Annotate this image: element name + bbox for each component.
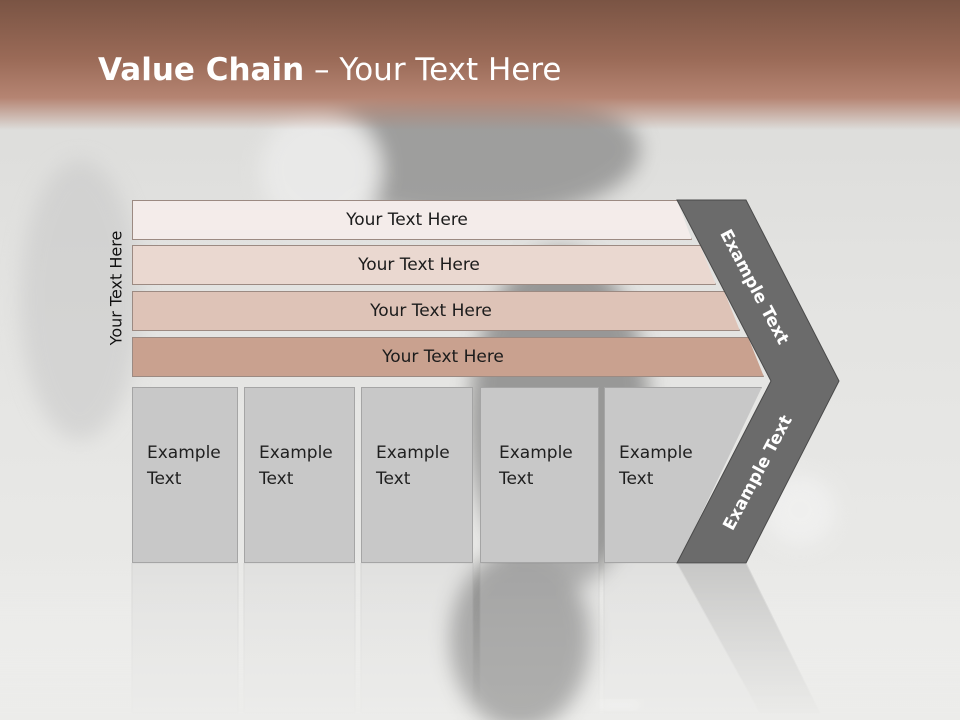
box-3-line2: Text (376, 469, 411, 489)
title-rest: – Your Text Here (304, 52, 562, 88)
band-1-label: Your Text Here (346, 210, 468, 230)
slide-title: Value Chain – Your Text Here (98, 52, 561, 88)
box-4-line2: Text (499, 469, 534, 489)
header-band (0, 0, 960, 130)
band-3-label: Your Text Here (370, 301, 492, 321)
reflection (0, 563, 960, 720)
box-3-line1: Example (376, 443, 450, 463)
box-5-line1: Example (619, 443, 693, 463)
band-3: Your Text Here (132, 291, 740, 331)
title-bold: Value Chain (98, 52, 305, 88)
box-1-line1: Example (147, 443, 221, 463)
band-4: Your Text Here (132, 337, 764, 377)
band-2: Your Text Here (132, 245, 716, 285)
box-2-line1: Example (259, 443, 333, 463)
box-1-line2: Text (147, 469, 182, 489)
chevron-shape (676, 199, 840, 564)
box-5-line2: Text (619, 469, 654, 489)
band-4-label: Your Text Here (382, 347, 504, 367)
band-2-label: Your Text Here (358, 255, 480, 275)
reflection-shapes (0, 563, 960, 720)
box-4-line1: Example (499, 443, 573, 463)
box-2-line2: Text (259, 469, 294, 489)
